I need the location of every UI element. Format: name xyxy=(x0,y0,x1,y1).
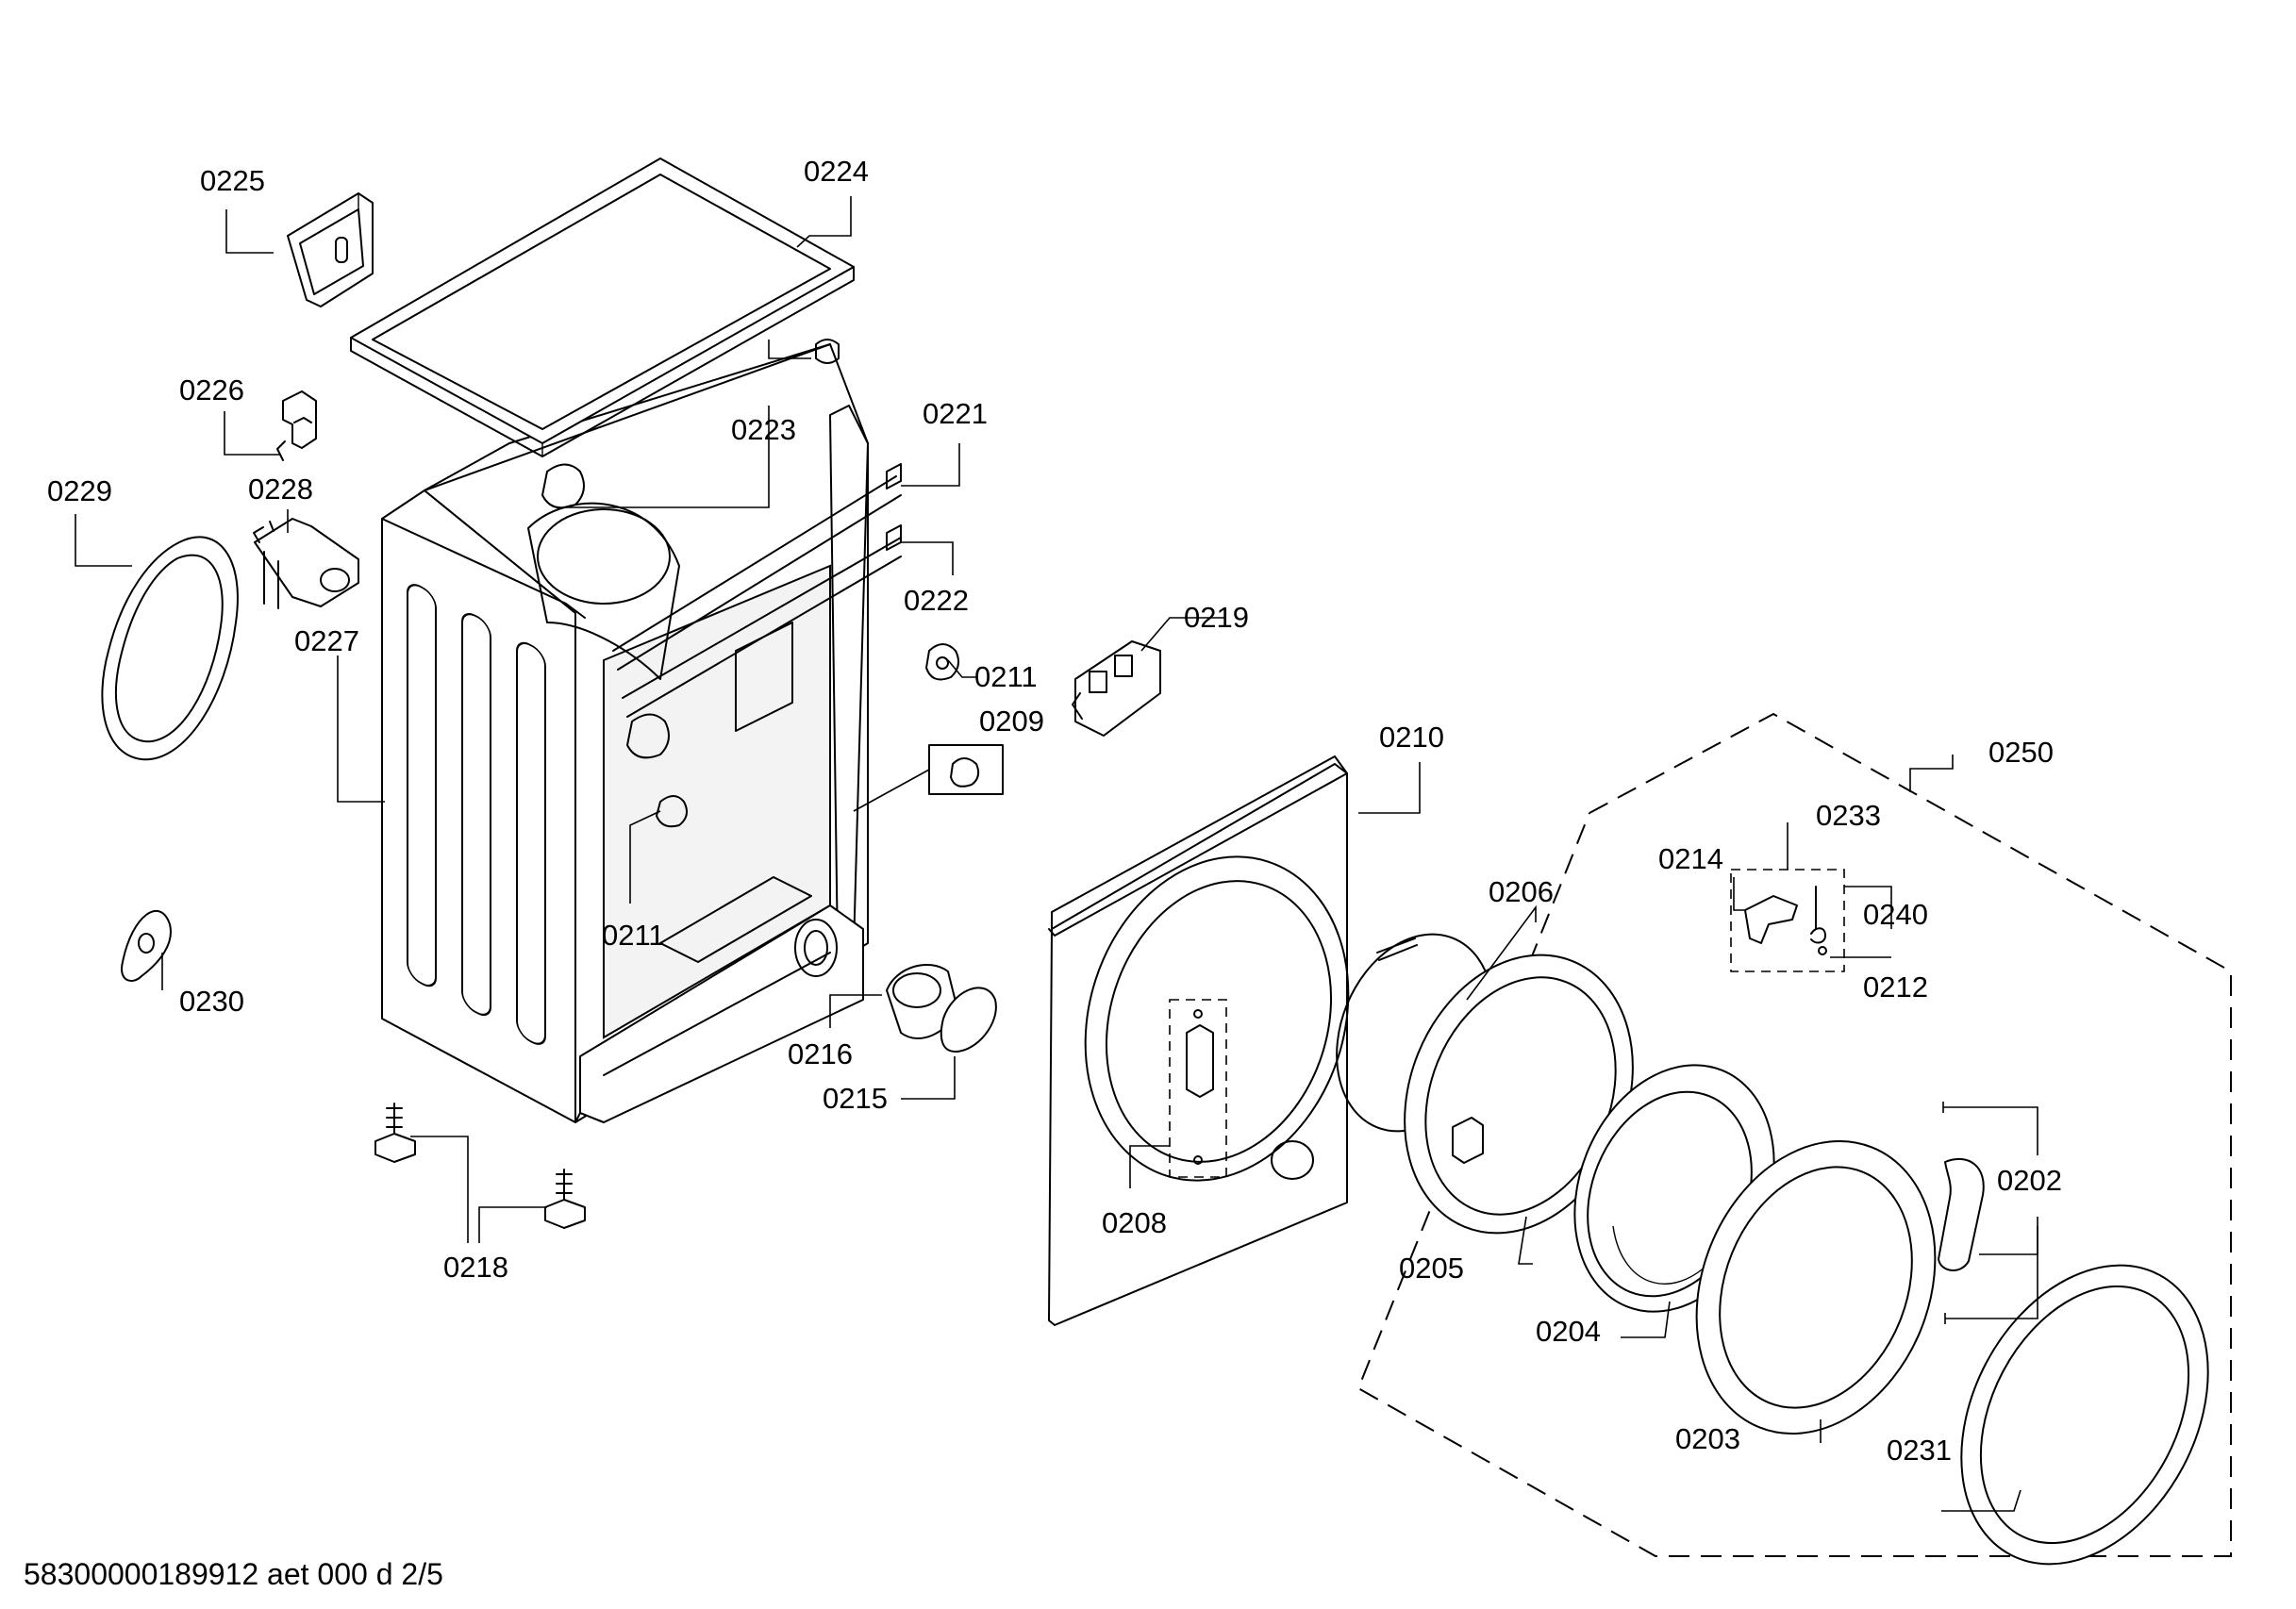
label-0224: 0224 xyxy=(804,155,869,188)
document-id: 58300000189912 aet 000 d 2/5 xyxy=(24,1557,443,1591)
label-0225: 0225 xyxy=(200,164,265,197)
label-0202: 0202 xyxy=(1997,1164,2062,1197)
label-0209: 0209 xyxy=(979,705,1044,738)
part-0231-cover-ring xyxy=(1960,1264,2209,1566)
label-0228: 0228 xyxy=(248,473,313,506)
part-0209-mount xyxy=(853,744,1004,812)
label-0221: 0221 xyxy=(923,397,988,430)
part-0233-hinge-group xyxy=(1730,869,1845,972)
label-0205: 0205 xyxy=(1399,1252,1464,1285)
leader-lines xyxy=(75,196,2038,1512)
part-0219-door-lock xyxy=(1072,640,1161,737)
label-0208: 0208 xyxy=(1102,1206,1167,1239)
part-0215-0216-caps xyxy=(886,963,997,1053)
part-0226-bracket xyxy=(276,390,317,461)
label-0233: 0233 xyxy=(1816,799,1881,832)
part-0202-handle xyxy=(1938,1102,1985,1324)
part-labels: 0225 0224 0226 0228 0229 0227 0230 0218 … xyxy=(47,155,2062,1467)
part-0211-mount xyxy=(925,643,960,681)
label-0204: 0204 xyxy=(1536,1315,1601,1348)
part-0229-gasket xyxy=(101,536,239,761)
label-0229: 0229 xyxy=(47,474,112,507)
label-0250: 0250 xyxy=(1988,736,2054,769)
label-0206: 0206 xyxy=(1489,875,1554,908)
part-0230-clip xyxy=(121,910,172,982)
label-0203: 0203 xyxy=(1675,1422,1740,1455)
part-0228-filter xyxy=(253,518,359,609)
part-0225-rear-cover xyxy=(287,192,374,307)
label-0222: 0222 xyxy=(904,584,969,617)
part-0203-door-ring xyxy=(1695,1139,1937,1435)
label-0219: 0219 xyxy=(1184,601,1249,634)
label-0218: 0218 xyxy=(443,1251,508,1284)
worktop-lid-drawing xyxy=(350,158,855,457)
label-0231: 0231 xyxy=(1887,1434,1952,1467)
label-0226: 0226 xyxy=(179,373,244,406)
label-0212: 0212 xyxy=(1863,970,1928,1004)
label-0223: 0223 xyxy=(731,413,796,446)
label-0211-lower: 0211 xyxy=(602,919,665,952)
label-0215: 0215 xyxy=(823,1082,888,1115)
part-0210-front-panel xyxy=(1048,755,1350,1326)
label-0230: 0230 xyxy=(179,985,244,1018)
label-0210: 0210 xyxy=(1379,721,1444,754)
label-0240: 0240 xyxy=(1863,898,1928,931)
label-0227: 0227 xyxy=(294,624,359,657)
label-0216: 0216 xyxy=(788,1037,853,1070)
label-0214: 0214 xyxy=(1658,842,1723,875)
part-0250-door-kit-outline xyxy=(1356,712,2232,1557)
label-0211-upper: 0211 xyxy=(974,660,1038,693)
cabinet-housing-drawing xyxy=(381,343,902,1123)
part-0218-feet xyxy=(374,1103,586,1229)
